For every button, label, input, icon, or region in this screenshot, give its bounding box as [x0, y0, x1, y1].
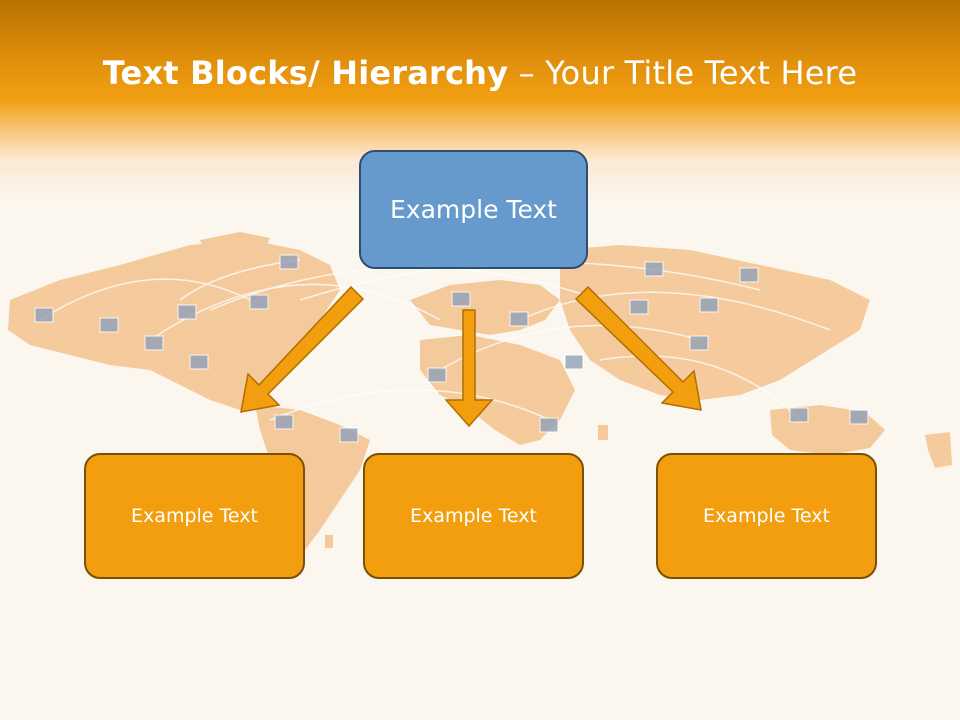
arrow-left-icon [240, 285, 365, 413]
arrow-right-icon [574, 285, 702, 411]
top-node-label: Example Text [390, 195, 557, 224]
top-node: Example Text [359, 150, 588, 269]
child-node-2: Example Text [363, 453, 584, 579]
child-node-label: Example Text [703, 505, 830, 527]
child-node-label: Example Text [410, 505, 537, 527]
child-node-label: Example Text [131, 505, 258, 527]
child-node-1: Example Text [84, 453, 305, 579]
title-bold: Text Blocks/ Hierarchy [102, 54, 509, 92]
title-regular: Your Title Text Here [545, 54, 858, 92]
title-dash: – [508, 54, 546, 92]
arrow-down-icon [444, 309, 494, 428]
child-node-3: Example Text [656, 453, 877, 579]
page-title: Text Blocks/ Hierarchy – Your Title Text… [0, 54, 960, 92]
